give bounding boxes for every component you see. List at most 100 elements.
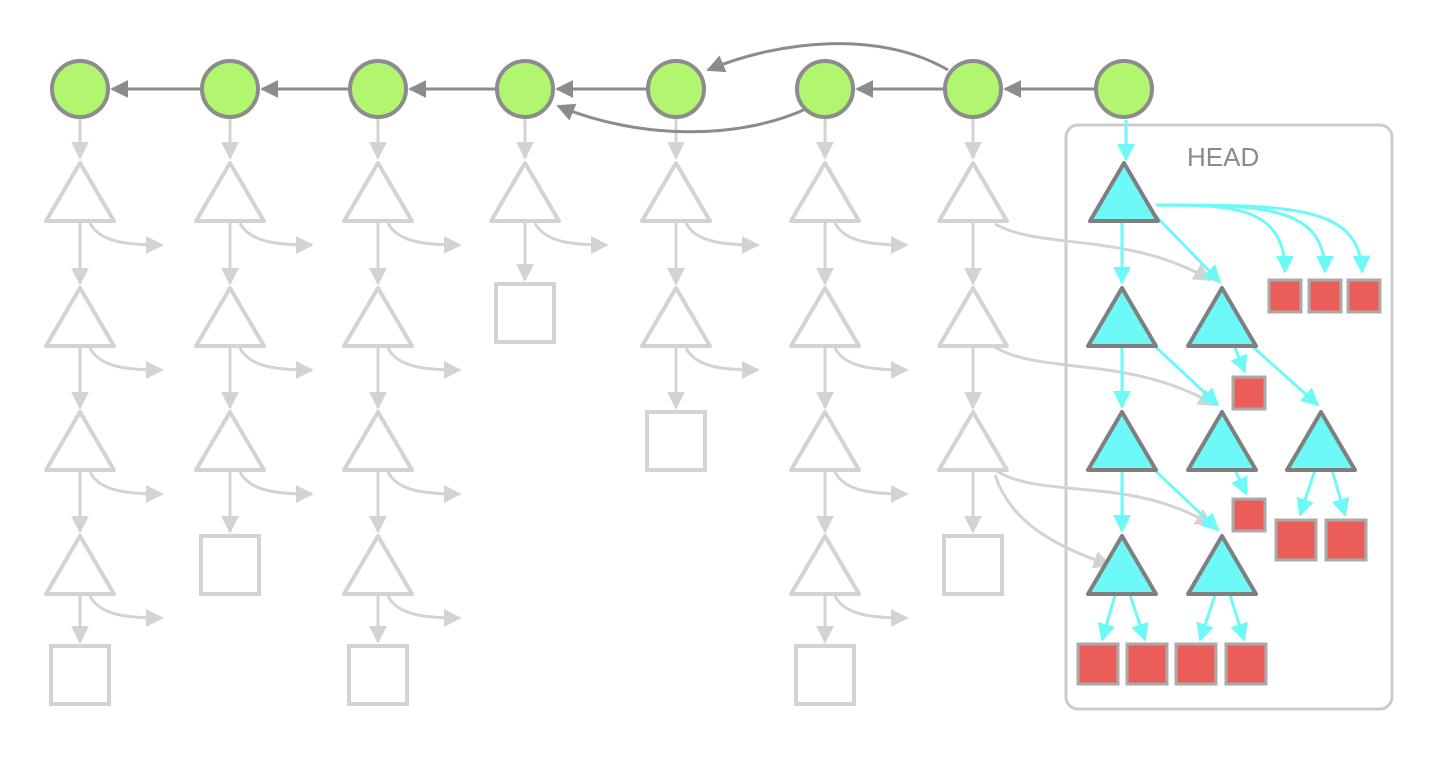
head-tree-icon — [1086, 286, 1158, 348]
tree-icon — [789, 410, 861, 472]
tree-icon — [44, 286, 116, 348]
head-blob-edge — [1230, 347, 1248, 374]
head-blob-icon — [1125, 642, 1169, 686]
tree-icon — [640, 161, 712, 223]
tree-icon — [44, 161, 116, 223]
merge-parent-arrow — [556, 103, 809, 134]
history-column — [342, 118, 462, 706]
tree-side-arrow — [386, 595, 462, 627]
tree-icon — [342, 534, 414, 596]
tree-side-arrow — [386, 222, 462, 254]
tree-icon — [44, 534, 116, 596]
head-blob-icon — [1346, 278, 1382, 314]
history-column — [937, 118, 1009, 596]
head-box — [1064, 123, 1394, 711]
blob-icon — [347, 644, 409, 706]
commit-node — [348, 59, 408, 119]
commit-node — [50, 59, 110, 119]
head-tree-edge — [1144, 336, 1220, 407]
tree-side-arrow — [833, 471, 909, 503]
tree-icon — [342, 161, 414, 223]
head-blob-edge — [1196, 594, 1217, 642]
shared-link — [994, 222, 1212, 282]
history-column — [640, 118, 760, 472]
blob-icon — [942, 534, 1004, 596]
blob-icon — [199, 534, 261, 596]
blob-icon — [645, 410, 707, 472]
tree-side-arrow — [386, 471, 462, 503]
head-blob-icon — [1224, 642, 1268, 686]
blob-icon — [49, 644, 111, 706]
head-tree-icon — [1186, 410, 1258, 472]
tree-icon — [194, 286, 266, 348]
head-blob-edge — [1097, 594, 1117, 642]
head-tree-icon — [1186, 286, 1258, 348]
commit-node — [200, 59, 260, 119]
tree-icon — [489, 161, 561, 223]
tree-icon — [342, 286, 414, 348]
commit-node — [943, 59, 1003, 119]
head-blob-icon — [1231, 497, 1267, 533]
tree-side-arrow — [684, 347, 760, 379]
head-blob-edge — [1155, 203, 1371, 274]
commit-node — [1094, 59, 1154, 119]
tree-side-arrow — [833, 222, 909, 254]
tree-side-arrow — [684, 222, 760, 254]
shared-object-links — [993, 222, 1217, 569]
head-tree-edge — [1144, 460, 1220, 532]
head-blob-edge — [1228, 594, 1248, 642]
head-blob-icon — [1076, 642, 1120, 686]
head-tree-icon — [1285, 410, 1357, 472]
tree-side-arrow — [833, 595, 909, 627]
tree-icon — [937, 286, 1009, 348]
tree-icon — [789, 286, 861, 348]
tree-side-arrow — [238, 347, 314, 379]
tree-icon — [342, 410, 414, 472]
tree-side-arrow — [238, 222, 314, 254]
head-blob-icon — [1231, 375, 1267, 411]
tree-icon — [937, 410, 1009, 472]
head-blob-icon — [1324, 518, 1368, 562]
commit-node — [495, 59, 555, 119]
tree-side-arrow — [833, 347, 909, 379]
head-label: HEAD — [1187, 142, 1259, 172]
shared-link — [993, 474, 1112, 569]
head-root-tree-icon — [1088, 161, 1160, 223]
head-blob-edge — [1128, 594, 1149, 642]
head-blob-icon — [1274, 518, 1318, 562]
history-column — [789, 118, 909, 706]
head-tree-icon — [1186, 534, 1258, 596]
history-column — [489, 118, 609, 344]
history-column — [194, 118, 314, 596]
tree-side-arrow — [88, 222, 164, 254]
head-tree-edge — [1244, 338, 1320, 407]
tree-icon — [789, 534, 861, 596]
head-blob-edge — [1330, 469, 1350, 517]
head-tree-layer — [1076, 120, 1382, 686]
shared-link — [994, 468, 1214, 527]
tree-side-arrow — [533, 222, 609, 254]
head-tree-edge — [1146, 206, 1222, 284]
tree-side-arrow — [386, 347, 462, 379]
commit-chain — [50, 42, 1154, 134]
tree-side-arrow — [238, 471, 314, 503]
tree-side-arrow — [88, 471, 164, 503]
commit-node — [795, 59, 855, 119]
commit-node — [646, 59, 706, 119]
shared-link — [994, 345, 1217, 407]
head-blob-icon — [1174, 642, 1218, 686]
head-blob-edge — [1231, 471, 1248, 496]
historical-trees-layer — [44, 118, 1009, 706]
tree-icon — [194, 410, 266, 472]
blob-icon — [794, 644, 856, 706]
head-tree-icon — [1086, 534, 1158, 596]
tree-icon — [44, 410, 116, 472]
merge-parent-arrow — [706, 42, 949, 73]
tree-side-arrow — [88, 595, 164, 627]
tree-icon — [789, 161, 861, 223]
head-blob-icon — [1267, 278, 1303, 314]
tree-side-arrow — [88, 347, 164, 379]
head-blob-edge — [1296, 469, 1317, 517]
tree-icon — [937, 161, 1009, 223]
